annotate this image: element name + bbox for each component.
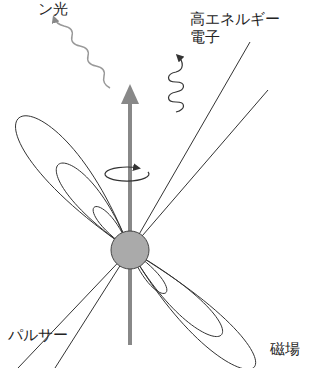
rotation-axis — [128, 100, 132, 345]
pulsar-star — [111, 231, 149, 269]
light-label: ン光 — [38, 0, 68, 18]
synchrotron-wave — [54, 18, 110, 88]
axis-arrowhead — [121, 84, 139, 104]
electron-helix — [169, 56, 184, 112]
rotation-arrow — [105, 167, 149, 181]
magnetic-field-label: 磁場 — [270, 340, 300, 358]
pulsar-label: パルサー — [8, 326, 68, 344]
electron-label: 高エネルギー 電子 — [190, 10, 290, 46]
magnetic-field-lines — [16, 42, 268, 368]
